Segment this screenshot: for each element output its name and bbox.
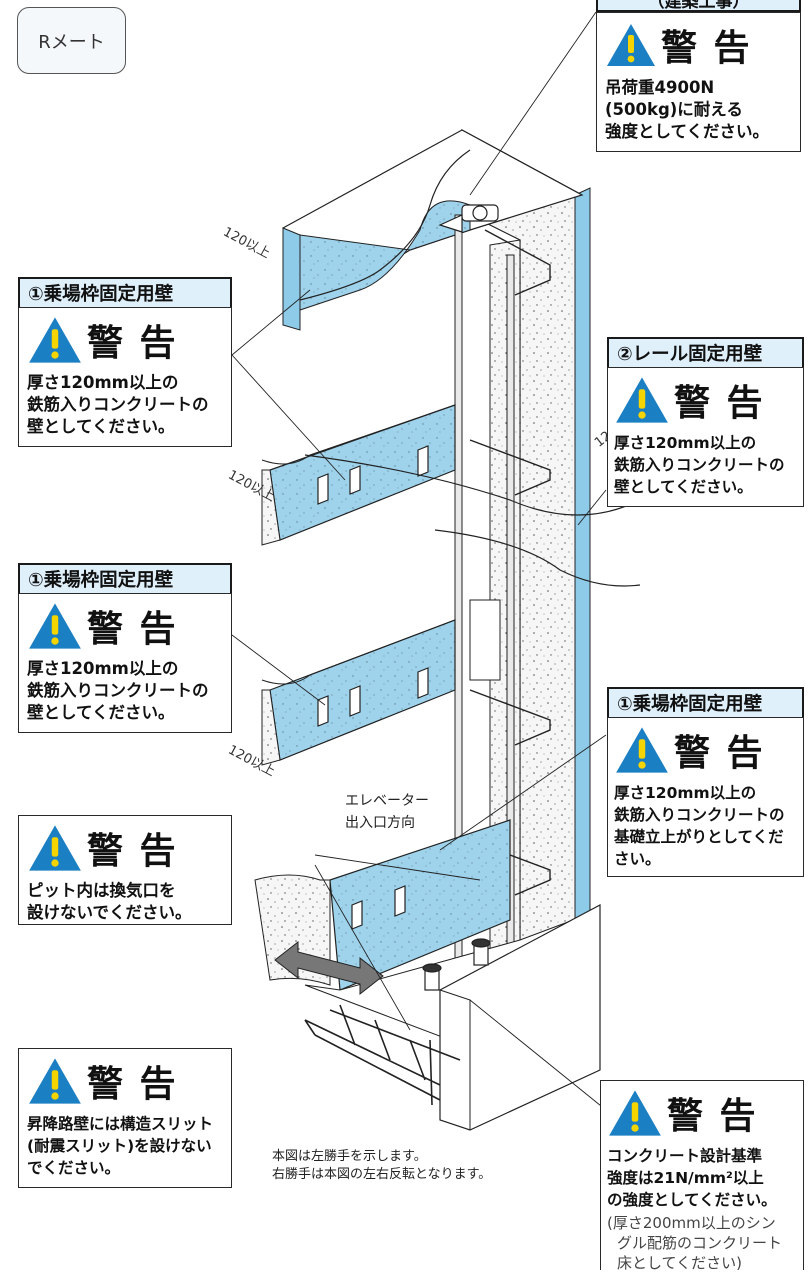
concrete-warning-note: (厚さ200mm以上のシン: [607, 1214, 776, 1232]
rail-wall-line: 厚さ120mm以上の: [614, 434, 757, 452]
footnote: 本図は左勝手を示します。 右勝手は本図の左右反転となります。: [272, 1148, 491, 1184]
rail-right: [506, 254, 515, 1056]
construction-header: （建築工事）: [596, 0, 801, 12]
left-wall-2-line: 壁としてください。: [27, 703, 175, 722]
entrance-arrow: [274, 940, 384, 996]
warning-label: 警 告: [87, 831, 178, 872]
top-warning-line: 吊荷重4900N: [605, 78, 715, 97]
concrete-warning-note: 床としてください): [617, 1254, 742, 1272]
warning-icon: [609, 1090, 661, 1136]
right-wall-line: さい。: [614, 850, 661, 868]
left-wall-2-box: 警 告 厚さ120mm以上の 鉄筋入りコンクリートの 壁としてください。: [18, 593, 232, 733]
warning-icon: [29, 603, 81, 649]
slit-warning-box: 警 告 昇降路壁には構造スリット (耐震スリット)を設けない でください。: [18, 1048, 232, 1188]
entrance-line: エレベーター: [345, 793, 429, 809]
right-wall-box: 警 告 厚さ120mm以上の 鉄筋入りコンクリートの 基礎立上がりとしてくだ さ…: [607, 717, 804, 877]
warning-icon: [616, 377, 668, 423]
rail-wall-line: 壁としてください。: [614, 478, 753, 496]
warning-label: 警 告: [674, 733, 765, 774]
rail-wall-header: ②レール固定用壁: [607, 337, 804, 369]
warning-icon: [607, 24, 655, 66]
warning-label: 警 告: [87, 323, 178, 364]
slit-warning-line: でください。: [27, 1159, 121, 1177]
left-wall-2-header: ①乗場枠固定用壁: [18, 563, 232, 595]
right-wall-line: 鉄筋入りコンクリートの: [614, 806, 785, 824]
rail-wall-box: 警 告 厚さ120mm以上の 鉄筋入りコンクリートの 壁としてください。: [607, 367, 804, 507]
warning-label: 警 告: [667, 1096, 758, 1137]
warning-label: 警 告: [87, 609, 178, 650]
warning-icon: [29, 1058, 81, 1104]
product-tag: Rメート: [17, 7, 126, 74]
top-warning-line: (500kg)に耐える: [605, 100, 743, 119]
left-wall-1-box: 警 告 厚さ120mm以上の 鉄筋入りコンクリートの 壁としてください。: [18, 307, 232, 447]
left-wall-2-line: 鉄筋入りコンクリートの: [27, 681, 209, 700]
left-wall-1-line: 厚さ120mm以上の: [27, 373, 179, 392]
pit-warning-line: ピット内は換気口を: [27, 881, 176, 900]
warning-label: 警 告: [661, 28, 752, 69]
warning-label: 警 告: [674, 383, 765, 424]
sill-brackets-upper: [317, 445, 429, 505]
buffers: [422, 938, 491, 991]
right-wall-header: ①乗場枠固定用壁: [607, 687, 804, 719]
left-wall-1-line: 鉄筋入りコンクリートの: [27, 395, 209, 414]
pit-warning-box: 警 告 ピット内は換気口を 設けないでください。: [18, 815, 232, 925]
footnote-line: 右勝手は本図の左右反転となります。: [272, 1167, 492, 1182]
entrance-line: 出入口方向: [345, 815, 415, 831]
pit-foundation: [439, 904, 601, 1131]
concrete-warning-box: 警 告 コンクリート設計基準 強度は21N/mm²以上 の強度としてください。 …: [600, 1080, 804, 1272]
warning-label: 警 告: [87, 1064, 178, 1105]
slit-warning-line: 昇降路壁には構造スリット: [27, 1115, 214, 1133]
rail-brackets: [469, 229, 551, 896]
sill-brackets-pit: [351, 885, 406, 930]
footnote-line: 本図は左勝手を示します。: [272, 1149, 427, 1164]
concrete-warning-note: グル配筋のコンクリート: [617, 1234, 783, 1252]
pit-warning-line: 設けないでください。: [27, 903, 192, 922]
warning-icon: [29, 317, 81, 363]
right-wall-line: 厚さ120mm以上の: [614, 784, 757, 802]
left-wall-1-line: 壁としてください。: [27, 417, 175, 436]
concrete-warning-line: コンクリート設計基準: [607, 1147, 763, 1165]
pit-wall: [329, 819, 511, 991]
top-slab-front: [299, 200, 471, 311]
rebar: [304, 1004, 461, 1106]
leader-lines: [231, 11, 607, 1111]
slit-warning-line: (耐震スリット)を設けない: [27, 1137, 212, 1155]
warning-icon: [616, 727, 668, 773]
left-wall-1-header: ①乗場枠固定用壁: [18, 277, 232, 309]
sill-brackets-middle: [317, 667, 429, 727]
right-wall-line: 基礎立上がりとしてくだ: [614, 828, 784, 846]
concrete-warning-line: の強度としてください。: [607, 1191, 777, 1209]
top-warning-box: 警 告 吊荷重4900N (500kg)に耐える 強度としてください。: [596, 12, 801, 152]
warning-icon: [29, 825, 81, 871]
hoist-hook: [438, 204, 499, 233]
top-warning-line: 強度としてください。: [605, 122, 770, 141]
concrete-warning-line: 強度は21N/mm²以上: [607, 1169, 764, 1187]
entrance-label: エレベーター 出入口方向: [345, 790, 429, 834]
left-wall-2-line: 厚さ120mm以上の: [27, 659, 179, 678]
top-slab-blue: [282, 227, 301, 331]
rail-wall-line: 鉄筋入りコンクリートの: [614, 456, 785, 474]
